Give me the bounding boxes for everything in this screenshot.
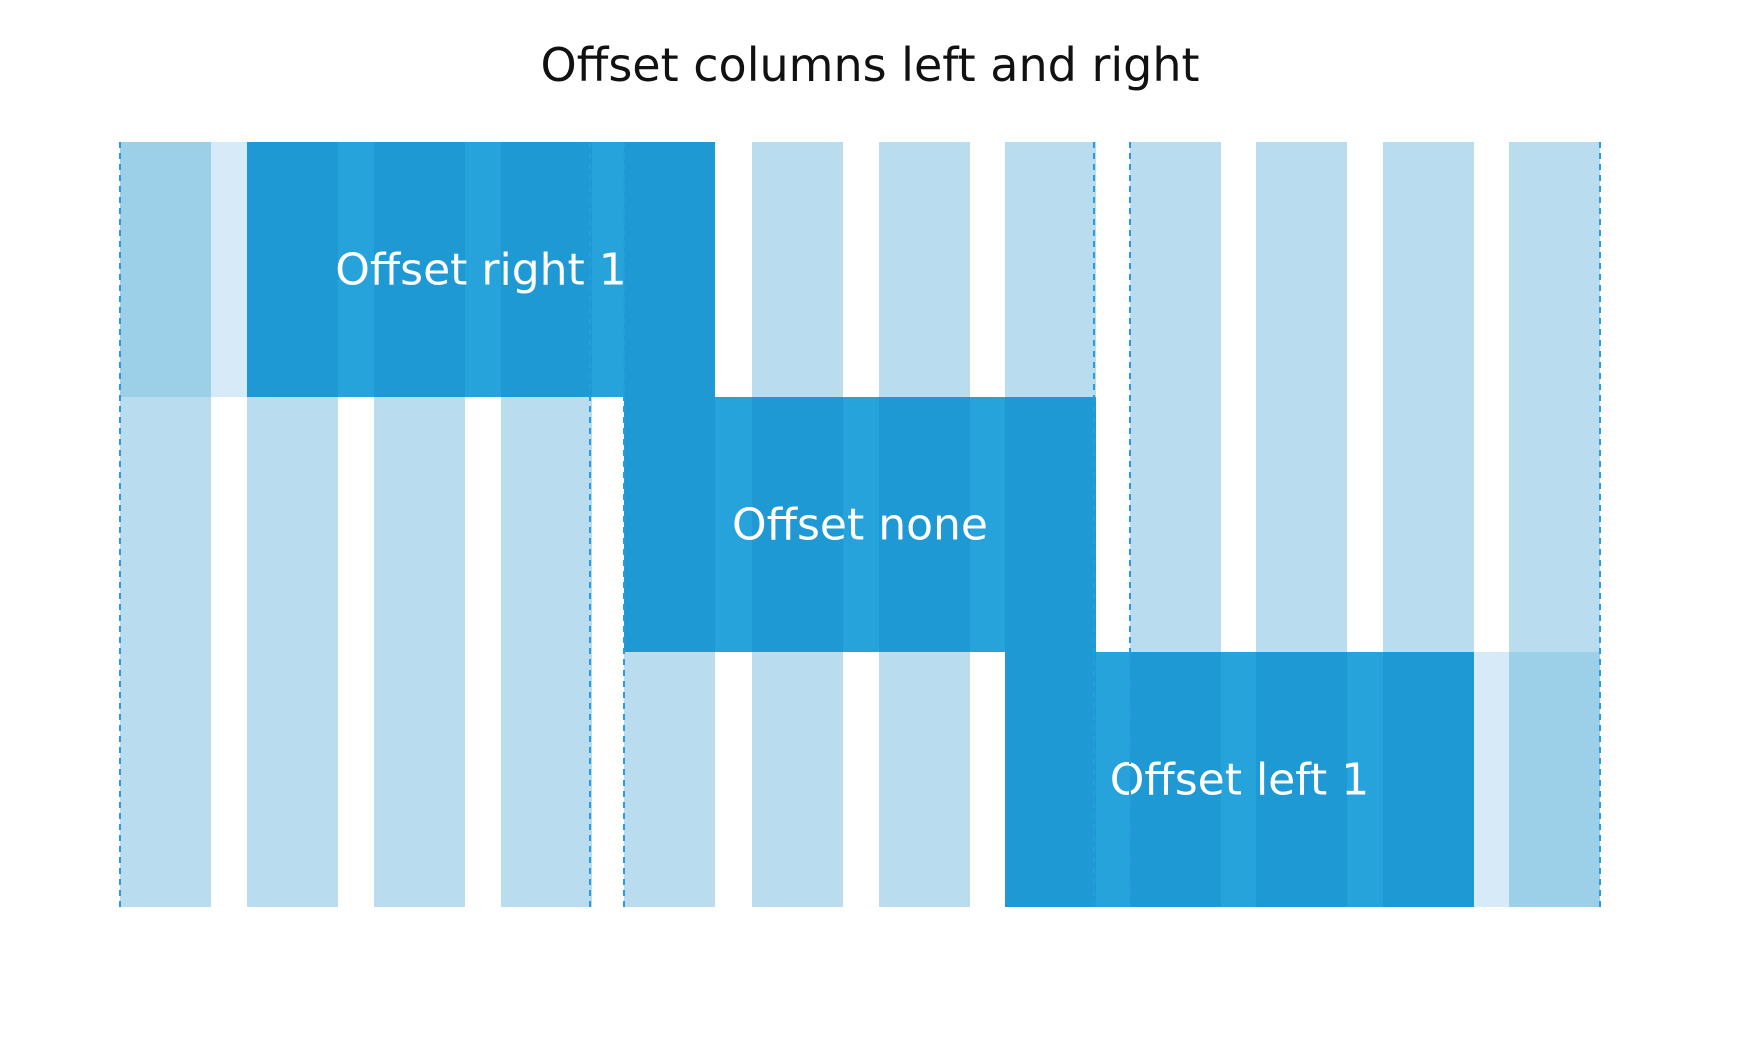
offset-column <box>1509 652 1600 907</box>
block-label: Offset none <box>732 500 988 551</box>
block-column-overlay <box>752 397 843 652</box>
block-column-overlay <box>374 142 465 397</box>
block-column-overlay <box>1256 652 1347 907</box>
block-column-overlay <box>501 142 592 397</box>
offset-column <box>120 142 211 397</box>
block-label: Offset left 1 <box>1110 755 1369 806</box>
block-column-overlay <box>624 142 715 397</box>
block-label: Offset right 1 <box>335 245 627 296</box>
block-column-overlay <box>1005 397 1096 652</box>
diagram-title: Offset columns left and right <box>540 38 1200 92</box>
block-column-overlay <box>1005 652 1096 907</box>
block-column-overlay <box>879 397 970 652</box>
block-column-overlay <box>247 142 338 397</box>
block-column-overlay <box>1130 652 1221 907</box>
block-column-overlay <box>624 397 715 652</box>
block-column-overlay <box>1383 652 1474 907</box>
